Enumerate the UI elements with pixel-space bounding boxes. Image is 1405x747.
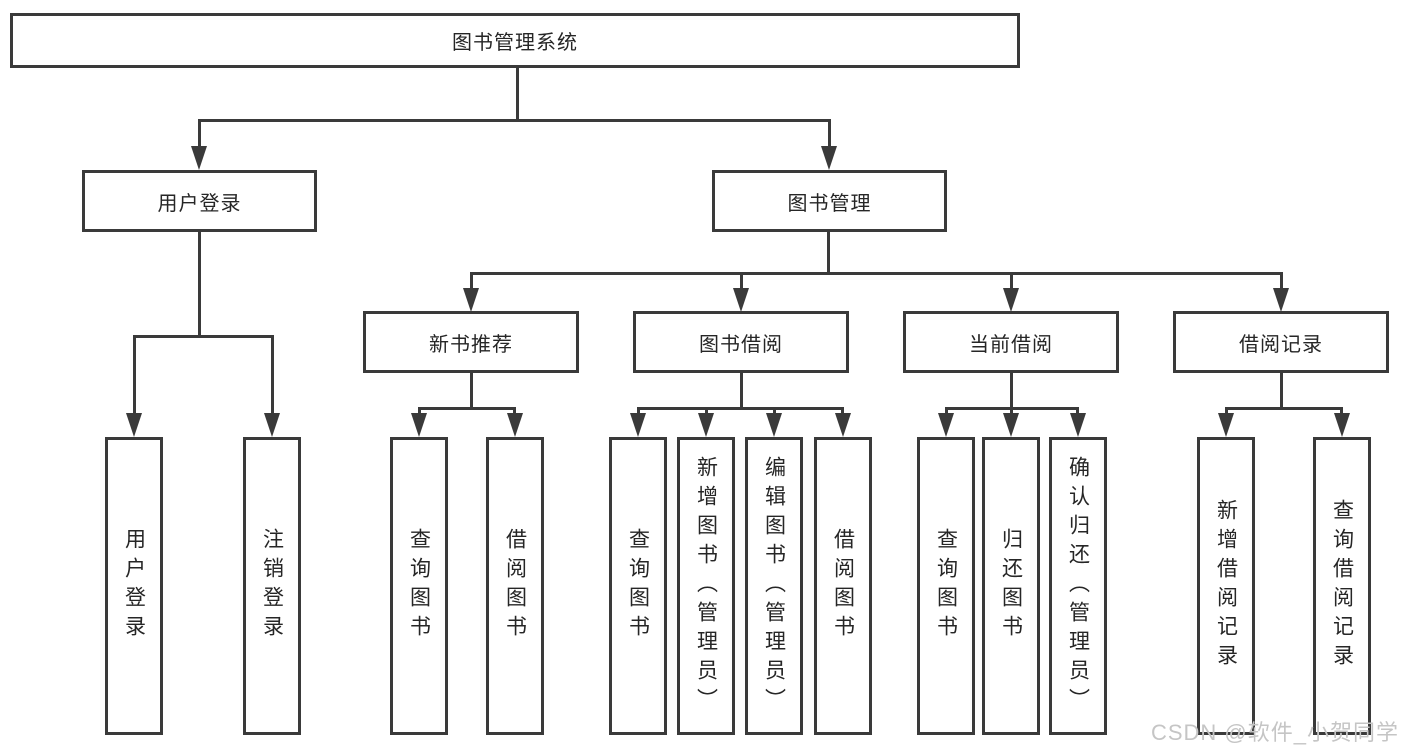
leaf-bb-edit-book-label: 编辑图书（管理员） (762, 455, 786, 717)
leaf-user-login-label: 用户登录 (122, 528, 146, 644)
arrowhead-icon (1003, 288, 1019, 312)
connector-line (198, 119, 830, 122)
arrowhead-icon (264, 413, 280, 437)
leaf-user-login: 用户登录 (105, 437, 163, 735)
connector-line (198, 119, 201, 149)
leaf-logout: 注销登录 (243, 437, 301, 735)
node-user-login-label: 用户登录 (157, 192, 242, 215)
leaf-br-query-record-label: 查询借阅记录 (1330, 499, 1354, 673)
node-book-management-label: 图书管理 (787, 192, 872, 215)
leaf-bb-borrow-book: 借阅图书 (814, 437, 872, 735)
node-root-label: 图书管理系统 (452, 32, 578, 54)
node-borrow-records-label: 借阅记录 (1239, 333, 1323, 356)
connector-line (1010, 373, 1013, 410)
connector-line (1280, 373, 1283, 410)
connector-line (1280, 272, 1283, 290)
connector-line (945, 407, 948, 415)
connector-line (827, 232, 830, 274)
connector-line (1010, 272, 1013, 290)
arrowhead-icon (821, 146, 837, 170)
connector-line (133, 335, 136, 415)
connector-line (418, 407, 421, 415)
connector-line (133, 335, 274, 338)
leaf-bb-borrow-book-label: 借阅图书 (831, 528, 855, 644)
leaf-rec-query-book-label: 查询图书 (407, 528, 431, 644)
leaf-bb-edit-book: 编辑图书（管理员） (745, 437, 803, 735)
arrowhead-icon (1003, 413, 1019, 437)
connector-line (1340, 407, 1343, 415)
leaf-cb-confirm-return-label: 确认归还（管理员） (1066, 455, 1090, 717)
leaf-bb-add-book-label: 新增图书（管理员） (694, 455, 718, 717)
node-user-login: 用户登录 (82, 170, 317, 232)
connector-line (773, 407, 776, 415)
connector-line (516, 68, 519, 120)
connector-line (470, 272, 1282, 275)
arrowhead-icon (835, 413, 851, 437)
arrowhead-icon (507, 413, 523, 437)
connector-line (198, 232, 201, 337)
leaf-cb-query-book: 查询图书 (917, 437, 975, 735)
arrowhead-icon (411, 413, 427, 437)
node-root: 图书管理系统 (10, 13, 1020, 68)
connector-line (513, 407, 516, 415)
leaf-bb-query-book-label: 查询图书 (626, 528, 650, 644)
leaf-rec-borrow-book: 借阅图书 (486, 437, 544, 735)
node-book-borrow: 图书借阅 (633, 311, 849, 373)
node-new-book-recommend-label: 新书推荐 (429, 333, 513, 356)
arrowhead-icon (1273, 288, 1289, 312)
leaf-rec-borrow-book-label: 借阅图书 (503, 528, 527, 644)
node-new-book-recommend: 新书推荐 (363, 311, 579, 373)
node-borrow-records: 借阅记录 (1173, 311, 1389, 373)
arrowhead-icon (1070, 413, 1086, 437)
connector-line (1010, 407, 1013, 415)
connector-line (1076, 407, 1079, 415)
arrowhead-icon (630, 413, 646, 437)
arrowhead-icon (766, 413, 782, 437)
arrowhead-icon (733, 288, 749, 312)
csdn-watermark: CSDN @软件_小贺同学 (1150, 720, 1399, 745)
arrowhead-icon (1218, 413, 1234, 437)
node-book-borrow-label: 图书借阅 (699, 333, 783, 356)
arrowhead-icon (191, 146, 207, 170)
arrowhead-icon (1334, 413, 1350, 437)
node-book-management: 图书管理 (712, 170, 947, 232)
leaf-rec-query-book: 查询图书 (390, 437, 448, 735)
connector-line (637, 407, 640, 415)
leaf-cb-query-book-label: 查询图书 (934, 528, 958, 644)
arrowhead-icon (698, 413, 714, 437)
leaf-cb-confirm-return: 确认归还（管理员） (1049, 437, 1107, 735)
leaf-bb-add-book: 新增图书（管理员） (677, 437, 735, 735)
connector-line (418, 407, 516, 410)
leaf-cb-return-book-label: 归还图书 (999, 528, 1023, 644)
leaf-cb-return-book: 归还图书 (982, 437, 1040, 735)
connector-line (470, 272, 473, 290)
leaf-logout-label: 注销登录 (260, 528, 284, 644)
leaf-bb-query-book: 查询图书 (609, 437, 667, 735)
arrowhead-icon (463, 288, 479, 312)
connector-line (841, 407, 844, 415)
arrowhead-icon (126, 413, 142, 437)
connector-line (271, 335, 274, 415)
node-current-borrow-label: 当前借阅 (969, 333, 1053, 356)
connector-line (470, 373, 473, 410)
connector-line (740, 272, 743, 290)
connector-line (705, 407, 708, 415)
connector-line (637, 407, 844, 410)
connector-line (1225, 407, 1343, 410)
arrowhead-icon (938, 413, 954, 437)
leaf-br-add-record: 新增借阅记录 (1197, 437, 1255, 735)
connector-line (1225, 407, 1228, 415)
connector-line (740, 373, 743, 410)
leaf-br-add-record-label: 新增借阅记录 (1214, 499, 1238, 673)
leaf-br-query-record: 查询借阅记录 (1313, 437, 1371, 735)
node-current-borrow: 当前借阅 (903, 311, 1119, 373)
connector-line (828, 119, 831, 149)
